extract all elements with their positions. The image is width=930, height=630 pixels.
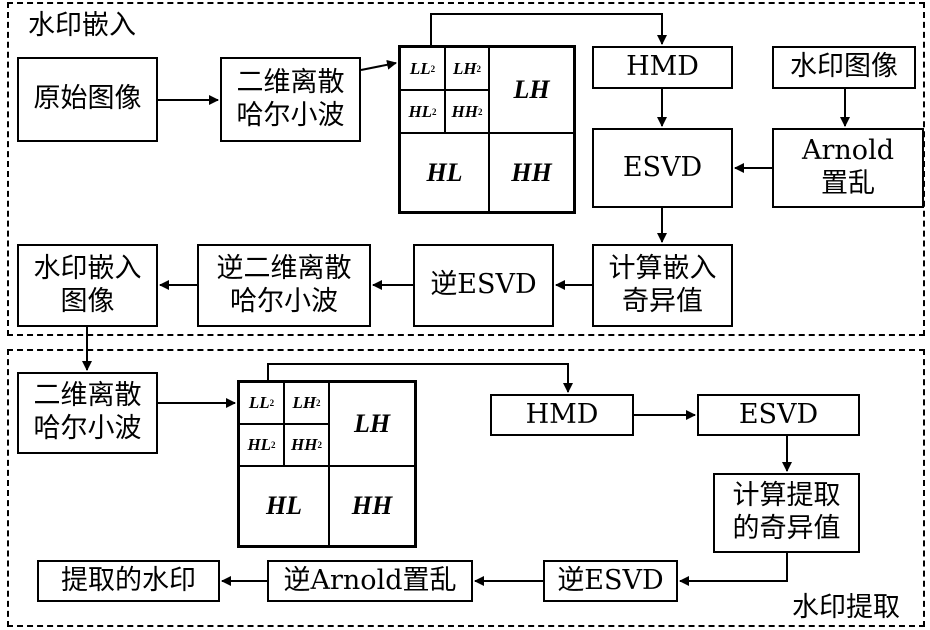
- extract-dwt-line2: 哈尔小波: [33, 413, 142, 444]
- inverse-dwt-line1: 逆二维离散: [216, 252, 352, 284]
- extract-inverse-esvd-box: 逆ESVD: [543, 560, 678, 602]
- compute-embed-sv-line1: 计算嵌入: [608, 252, 717, 284]
- embed-esvd-label: ESVD: [622, 151, 703, 183]
- extract-region-title: 水印提取: [792, 592, 900, 623]
- compute-extract-sv-line1: 计算提取: [732, 480, 841, 512]
- extract-hmd-label: HMD: [525, 398, 599, 430]
- embed-region: [7, 2, 925, 336]
- extract-dwt-box: 二维离散 哈尔小波: [17, 372, 158, 454]
- inverse-arnold-box: 逆Arnold置乱: [267, 560, 473, 602]
- extract-esvd-box: ESVD: [697, 394, 860, 436]
- embed-dwt-box: 二维离散 哈尔小波: [220, 57, 361, 142]
- extract-hmd-box: HMD: [490, 394, 634, 436]
- embed-dwt-label-line1: 二维离散: [236, 66, 345, 98]
- extract-region: [7, 349, 925, 627]
- embedded-image-line1: 水印嵌入: [33, 252, 142, 284]
- embed-lh-cell: LH: [513, 75, 550, 104]
- embed-hh-cell: HH: [511, 157, 552, 187]
- compute-embed-sv-box: 计算嵌入 奇异值: [592, 244, 733, 327]
- embed-hmd-box: HMD: [592, 46, 733, 89]
- compute-extract-sv-line2: 的奇异值: [732, 513, 841, 544]
- arnold-label-line2: 置乱: [821, 168, 875, 199]
- inverse-dwt-box: 逆二维离散 哈尔小波: [197, 244, 371, 327]
- inverse-esvd-box: 逆ESVD: [413, 244, 554, 327]
- embedded-image-line2: 图像: [60, 285, 115, 317]
- inverse-arnold-label: 逆Arnold置乱: [283, 564, 457, 596]
- extract-dwt-line1: 二维离散: [33, 380, 142, 412]
- embed-hl-cell: HL: [426, 157, 463, 187]
- arnold-label-line1: Arnold: [802, 135, 894, 167]
- embed-hmd-label: HMD: [626, 51, 699, 83]
- inverse-esvd-label: 逆ESVD: [430, 269, 537, 301]
- inverse-dwt-line2: 哈尔小波: [230, 285, 338, 317]
- watermark-image-label: 水印图像: [790, 51, 898, 83]
- arnold-box: Arnold 置乱: [772, 128, 924, 208]
- extract-esvd-label: ESVD: [738, 398, 819, 430]
- extract-hl-cell: HL: [265, 491, 303, 520]
- extract-hh-cell: HH: [351, 491, 393, 520]
- extracted-watermark-label: 提取的水印: [61, 564, 196, 596]
- compute-extract-sv-box: 计算提取 的奇异值: [713, 473, 860, 553]
- extract-lh-cell: LH: [353, 409, 391, 438]
- embed-esvd-box: ESVD: [592, 128, 733, 208]
- extract-inverse-esvd-label: 逆ESVD: [557, 564, 664, 596]
- watermark-image-box: 水印图像: [772, 46, 916, 89]
- original-image-box: 原始图像: [17, 57, 158, 142]
- extracted-watermark-box: 提取的水印: [37, 560, 220, 602]
- compute-embed-sv-line2: 奇异值: [622, 285, 703, 317]
- embed-dwt-label-line2: 哈尔小波: [236, 99, 345, 131]
- original-image-label: 原始图像: [33, 83, 142, 115]
- embedded-image-box: 水印嵌入 图像: [17, 244, 158, 327]
- embed-region-title: 水印嵌入: [28, 10, 136, 41]
